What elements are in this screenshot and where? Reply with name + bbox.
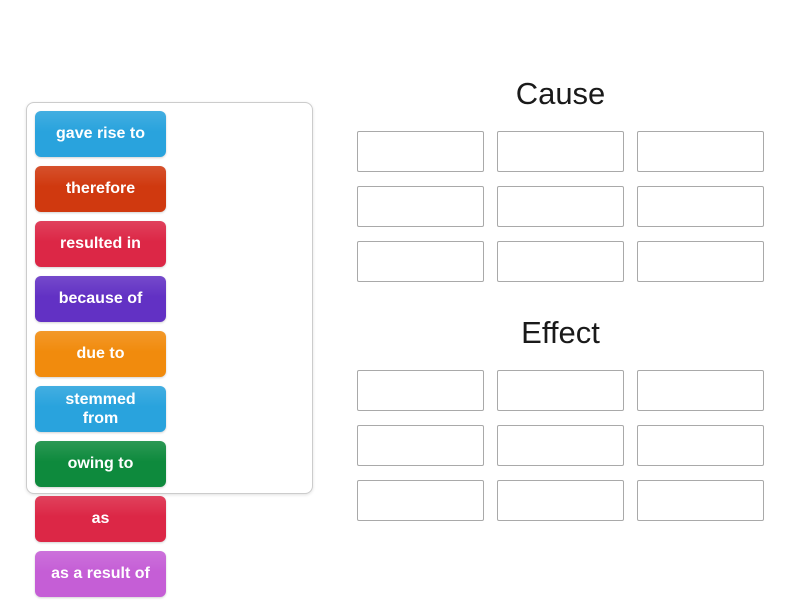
drop-slot[interactable] xyxy=(637,186,764,227)
word-bank-panel: gave rise to therefore resulted in because … xyxy=(26,102,313,597)
draggable-tile[interactable]: resulted in xyxy=(35,221,166,267)
drop-slot[interactable] xyxy=(497,186,624,227)
drop-slot[interactable] xyxy=(637,425,764,466)
drop-slot[interactable] xyxy=(497,480,624,521)
draggable-tile[interactable]: therefore xyxy=(35,166,166,212)
drop-slot[interactable] xyxy=(497,131,624,172)
draggable-tile[interactable]: because of xyxy=(35,276,166,322)
drop-slot[interactable] xyxy=(637,131,764,172)
drop-slot[interactable] xyxy=(357,480,484,521)
drop-slot[interactable] xyxy=(357,425,484,466)
drop-slot[interactable] xyxy=(497,425,624,466)
group-title-effect: Effect xyxy=(521,315,600,350)
drop-slot[interactable] xyxy=(637,241,764,282)
drop-slot[interactable] xyxy=(357,370,484,411)
cause-group: Cause xyxy=(357,74,764,282)
drop-slot[interactable] xyxy=(357,131,484,172)
cause-slot-grid xyxy=(357,131,764,282)
drop-slot[interactable] xyxy=(637,480,764,521)
effect-group: Effect xyxy=(357,313,764,521)
drop-slot[interactable] xyxy=(497,370,624,411)
draggable-tile[interactable]: as a result of xyxy=(35,551,166,597)
drop-slot[interactable] xyxy=(357,241,484,282)
group-title-cause: Cause xyxy=(515,76,606,111)
drop-slot[interactable] xyxy=(637,370,764,411)
draggable-tile[interactable]: due to xyxy=(35,331,166,377)
draggable-tile[interactable]: stemmed from xyxy=(35,386,166,432)
drop-slot[interactable] xyxy=(497,241,624,282)
draggable-tile[interactable]: owing to xyxy=(35,441,166,487)
draggable-tile[interactable]: gave rise to xyxy=(35,111,166,157)
draggable-tile[interactable]: as xyxy=(35,496,166,542)
drop-slot[interactable] xyxy=(357,186,484,227)
effect-slot-grid xyxy=(357,370,764,521)
